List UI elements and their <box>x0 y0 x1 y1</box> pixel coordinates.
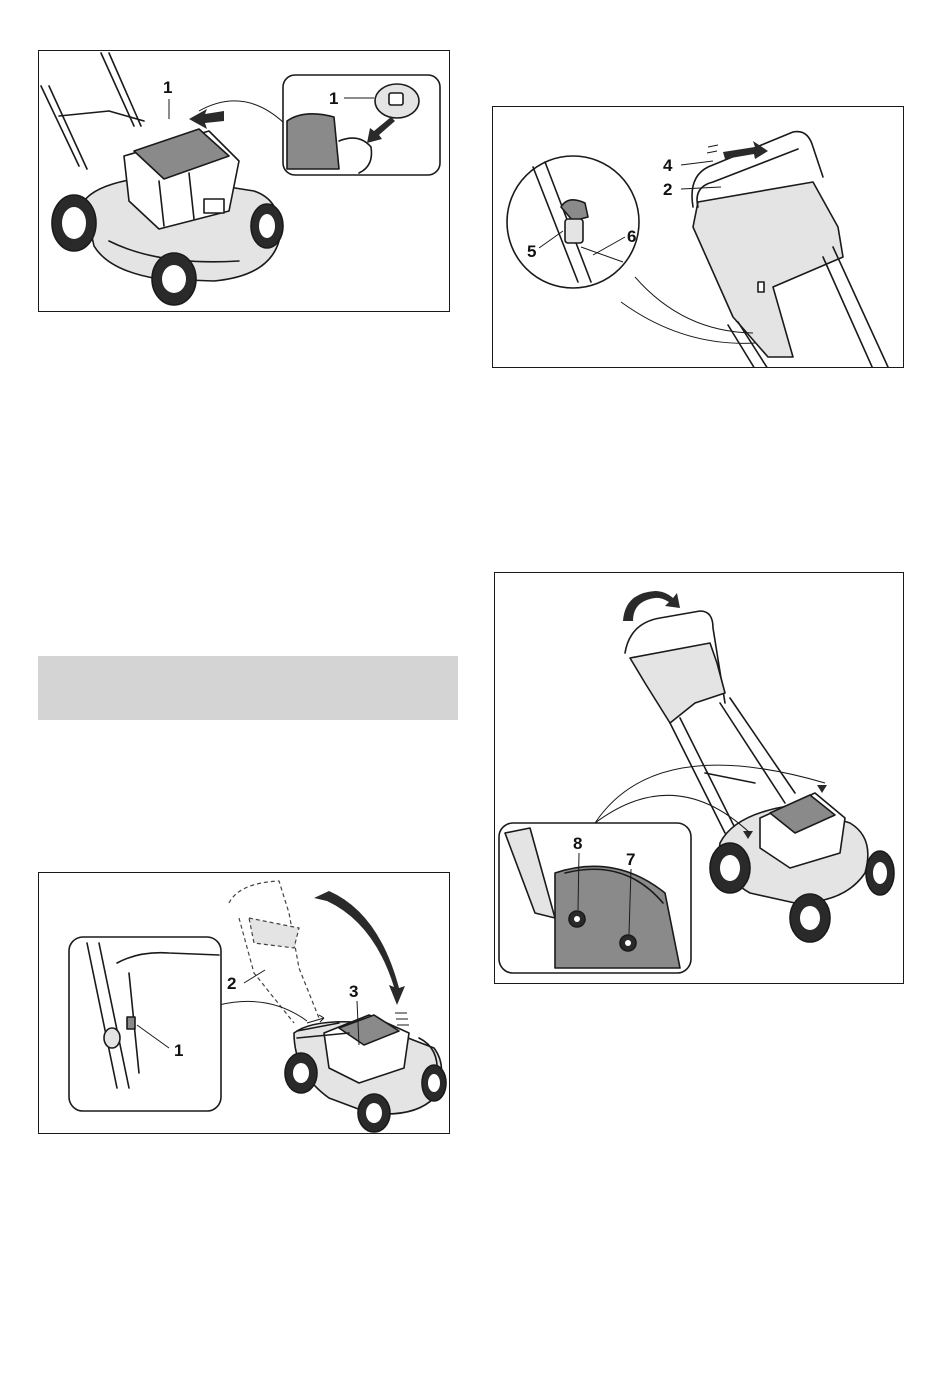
mower-illustration: 8 7 <box>495 573 904 984</box>
callout-3: 3 <box>349 982 358 1001</box>
knob-detail: 8 7 <box>499 823 691 973</box>
figure-handle-raise: 2 3 1 <box>38 872 450 1134</box>
callout-4: 4 <box>663 156 673 175</box>
double-arrow-icon <box>707 141 768 159</box>
callout-1: 1 <box>163 78 172 97</box>
mower-illustration: 1 1 <box>39 51 450 312</box>
callout-1-detail: 1 <box>329 89 338 108</box>
figure-fuel-cap: 1 1 <box>38 50 450 312</box>
figure-handle-fold: 8 7 <box>494 572 904 984</box>
callout-6: 6 <box>627 227 636 246</box>
section-heading-bar <box>38 656 458 720</box>
handle-illustration: 4 2 5 6 <box>493 107 904 368</box>
callout-1: 1 <box>174 1041 183 1060</box>
callout-2: 2 <box>663 180 672 199</box>
callout-7: 7 <box>626 850 635 869</box>
mower-illustration: 2 3 1 <box>39 873 450 1134</box>
callout-5: 5 <box>527 242 536 261</box>
lever-detail: 5 6 <box>507 156 639 288</box>
figure-handle-levers: 4 2 5 6 <box>492 106 904 368</box>
fuel-cap-detail: 1 <box>283 75 440 175</box>
curved-arrow-icon <box>314 891 405 1005</box>
arrow-icon <box>189 109 224 129</box>
callout-8: 8 <box>573 834 582 853</box>
latch-detail: 1 <box>69 937 221 1111</box>
callout-2: 2 <box>227 974 236 993</box>
